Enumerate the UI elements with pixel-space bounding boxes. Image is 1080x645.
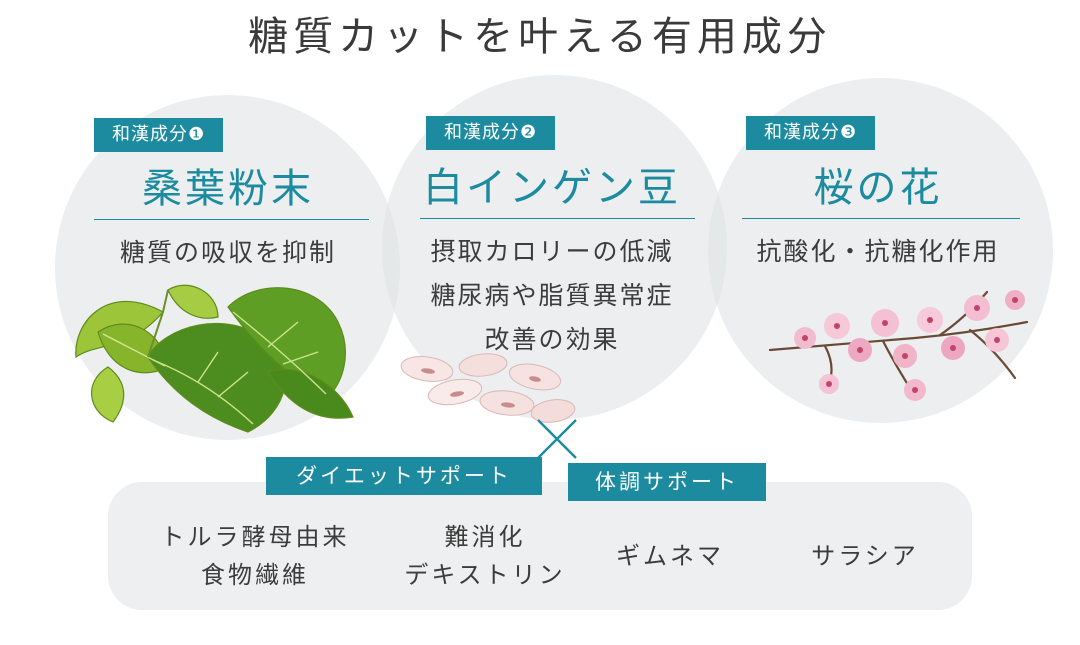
support-item-line: トルラ酵母由来 [160,523,350,551]
support-item-line: ギムネマ [616,542,724,570]
ingredient-name: 白インゲン豆 [423,165,681,211]
page-title: 糖質カットを叶える有用成分 [248,14,832,60]
ingredient-description: 糖質の吸収を抑制 [66,231,390,275]
ingredient-badge: 和漢成分❷ [426,116,556,150]
support-item-line: デキストリン [404,561,566,589]
description-line: 糖尿病や脂質異常症 [430,281,674,310]
support-item-line: サラシア [811,542,919,570]
support-item: トルラ酵母由来 食物繊維 [150,518,360,594]
white-kidney-beans-image [400,353,576,423]
mulberry-leaves-image [75,284,354,433]
support-panel [108,482,972,610]
description-line: 摂取カロリーの低減 [430,237,674,266]
divider [742,218,1020,219]
cherry-blossom-image [768,290,1029,401]
diet-support-tag: ダイエットサポート [266,457,542,495]
support-item: サラシア [795,537,935,575]
description-line: 抗酸化・抗糖化作用 [756,237,1000,266]
body-support-tag: 体調サポート [568,463,766,501]
description-line: 改善の効果 [484,325,620,354]
support-item: 難消化 デキストリン [390,518,580,594]
ingredient-badge: 和漢成分❶ [94,118,224,152]
ingredient-badge: 和漢成分❸ [746,116,876,150]
ingredient-description: 抗酸化・抗糖化作用 [716,230,1040,274]
ingredient-name: 桑葉粉末 [142,166,314,212]
divider [420,218,695,219]
ingredient-description: 摂取カロリーの低減 糖尿病や脂質異常症 改善の効果 [390,230,714,362]
ingredient-name: 桜の花 [813,165,943,211]
support-item: ギムネマ [600,537,740,575]
divider [94,219,369,220]
description-line: 糖質の吸収を抑制 [119,238,336,267]
cross-icon [537,419,577,459]
support-item-line: 難消化 [444,523,526,551]
support-item-line: 食物繊維 [201,561,309,589]
